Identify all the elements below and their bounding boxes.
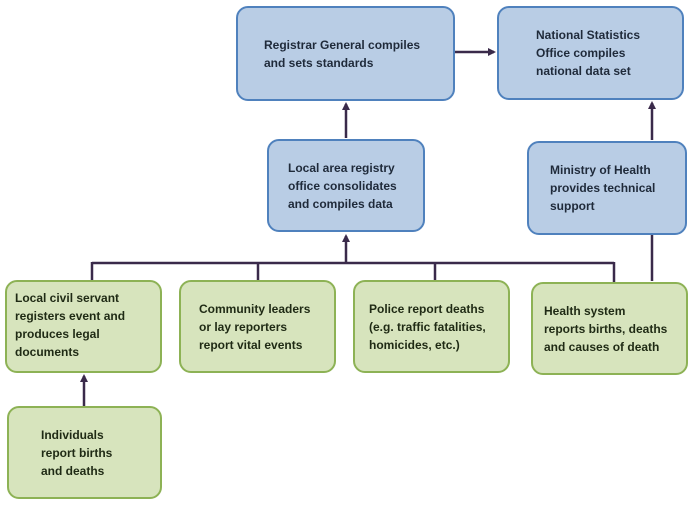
health-system-box: Health system reports births, deaths and… [531,282,688,375]
local-registry-label: Local area registry office consolidates … [288,160,397,211]
police-box: Police report deaths (e.g. traffic fatal… [353,280,510,373]
national-statistics-label: National Statistics Office compiles nati… [536,28,641,78]
community-leaders-label: Community leaders or lay reporters repor… [199,301,311,352]
local-registry-box: Local area registry office consolidates … [267,139,425,232]
civil-servant-label: Local civil servant registers event and … [15,291,126,359]
ministry-health-box: Ministry of Health provides technical su… [527,141,687,235]
individuals-label: Individuals report births and deaths [41,427,113,478]
police-label: Police report deaths (e.g. traffic fatal… [369,301,486,352]
registrar-general-label: Registrar General compiles and sets stan… [264,37,421,70]
individuals-box: Individuals report births and deaths [7,406,162,499]
community-leaders-box: Community leaders or lay reporters repor… [179,280,336,373]
health-system-label: Health system reports births, deaths and… [544,303,668,354]
registrar-general-box: Registrar General compiles and sets stan… [236,6,455,101]
national-statistics-box: National Statistics Office compiles nati… [497,6,684,100]
ministry-health-label: Ministry of Health provides technical su… [550,163,656,213]
civil-servant-box: Local civil servant registers event and … [5,280,162,373]
